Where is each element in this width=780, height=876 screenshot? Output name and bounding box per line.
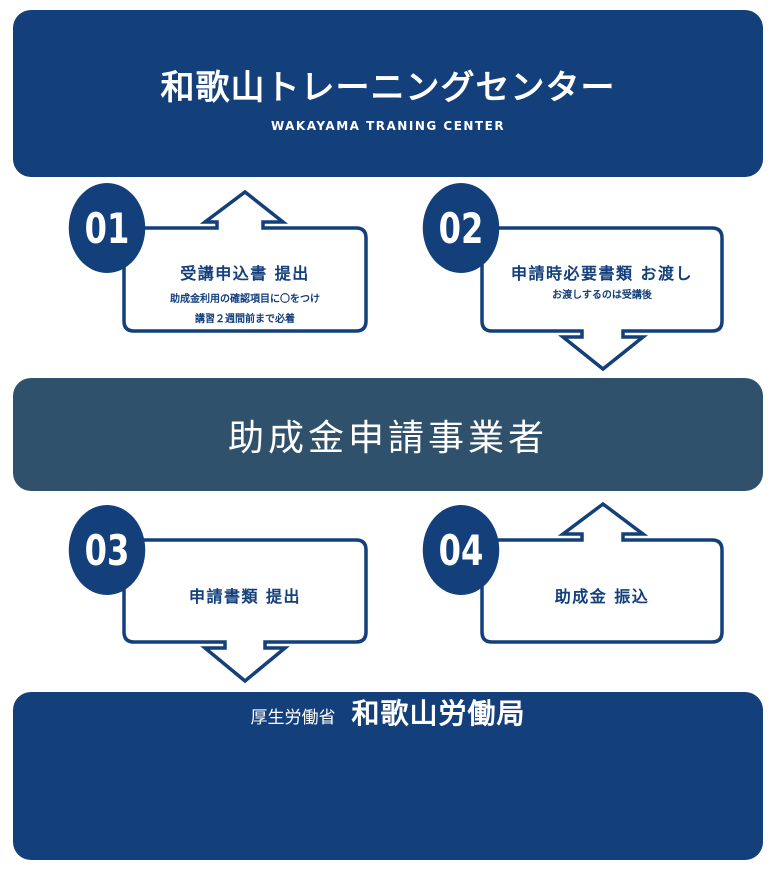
step-4-number-badge: 04 <box>422 505 500 595</box>
labor-bureau-banner: 厚生労働省 和歌山労働局 <box>13 692 763 860</box>
ministry-label: 厚生労働省 <box>250 708 336 728</box>
step-2-number-badge: 02 <box>422 183 500 273</box>
step-3-number-badge: 03 <box>68 505 146 595</box>
step-2-text: 申請時必要書類 お渡し お渡しするのは受講後 <box>482 260 722 306</box>
step-1-note-2: 講習２週間前まで必着 <box>195 314 295 325</box>
step-1-title: 受講申込書 提出 <box>180 264 310 283</box>
training-center-banner: 和歌山トレーニングセンター WAKAYAMA TRANING CENTER <box>13 10 763 177</box>
grant-applicant-banner: 助成金申請事業者 <box>13 378 763 491</box>
step-4-text: 助成金 振込 <box>482 583 722 607</box>
step-1-text: 受講申込書 提出 助成金利用の確認項目に〇をつけ 講習２週間前まで必着 <box>124 260 366 330</box>
step-4-title: 助成金 振込 <box>554 587 650 606</box>
step-3-text: 申請書類 提出 <box>124 583 366 607</box>
step-3-title: 申請書類 提出 <box>188 587 302 606</box>
middle-title: 助成金申請事業者 <box>227 417 548 459</box>
header-subtitle: WAKAYAMA TRANING CENTER <box>270 119 506 133</box>
bureau-label: 和歌山労働局 <box>351 697 526 730</box>
step-4-callout-up-arrow <box>480 501 724 644</box>
step-2-note-1: お渡しするのは受講後 <box>552 290 652 301</box>
step-1-note-1: 助成金利用の確認項目に〇をつけ <box>170 294 320 305</box>
header-title: 和歌山トレーニングセンター <box>160 68 616 108</box>
step-1-number-badge: 01 <box>68 183 146 273</box>
step-3-callout-down-arrow <box>122 538 368 684</box>
step-2-title: 申請時必要書類 お渡し <box>510 264 694 283</box>
